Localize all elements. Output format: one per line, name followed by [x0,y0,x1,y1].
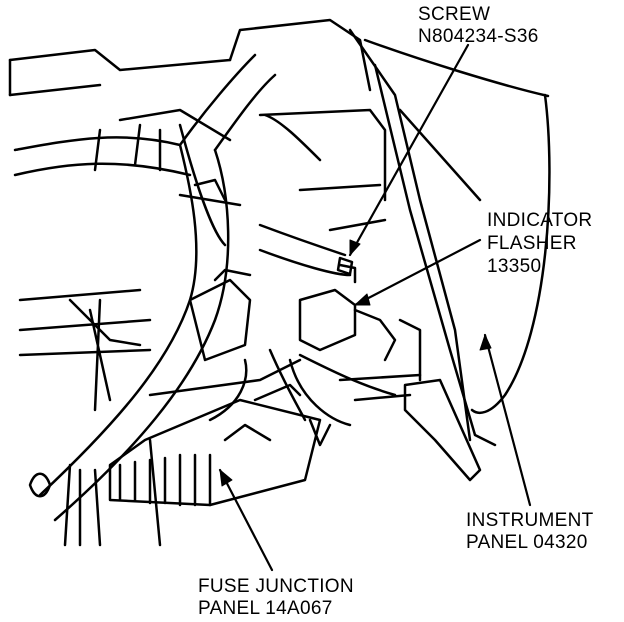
screw-label-line1: SCREW [418,4,491,25]
wire-harness [13,53,397,547]
fuse-panel-arrowhead [219,469,233,487]
instrument-panel-outline [363,38,551,447]
flasher-label-line1: INDICATOR [487,210,593,231]
fuse-junction-panel [108,383,332,507]
screw-label-line2: N804234-S36 [418,26,539,47]
connector-blocks [188,178,397,362]
instrument-panel-label-line1: INSTRUMENT [466,510,594,531]
leader-lines [218,43,532,572]
flasher-arrowhead [354,293,371,306]
instrument-panel-label-line2: PANEL 04320 [466,532,588,553]
dash-frame [8,18,472,442]
flasher-leader [353,238,482,307]
fuse-panel-label-line2: PANEL 14A067 [198,598,333,619]
instrument-panel-leader [483,333,532,507]
fuse-panel-label-line1: FUSE JUNCTION [198,576,354,597]
screw-part [336,256,354,276]
arrowheads [219,239,492,487]
screw-arrowhead [349,239,361,256]
fuse-panel-leader [218,468,274,572]
flasher-label-line3: 13350 [487,256,542,277]
mounting-bracket [398,318,482,482]
flasher-label-line2: FLASHER [487,233,577,254]
instrument-panel-arrowhead [479,334,492,351]
screw-leader [348,43,470,257]
